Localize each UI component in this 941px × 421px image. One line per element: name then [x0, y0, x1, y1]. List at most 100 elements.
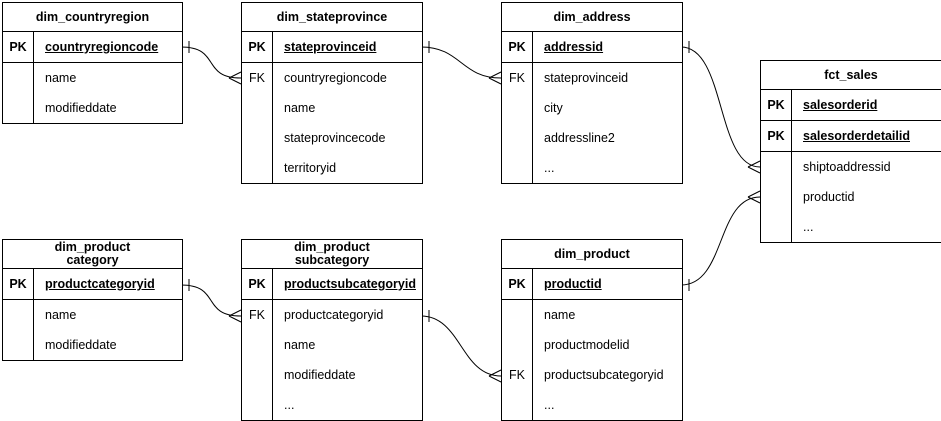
entity-table-dim-countryregion[interactable]: dim_countryregion PK countryregioncode n…: [2, 2, 183, 124]
relationship-address-fctsales: [680, 41, 761, 174]
table-row: ...: [242, 390, 422, 420]
row-key-label: FK: [502, 63, 533, 93]
connector-line: [180, 46, 242, 79]
relationship-stateprovince-address: [420, 41, 502, 85]
row-field-name: ...: [544, 398, 555, 412]
relationship-productcategory-productsubcategory: [180, 279, 242, 323]
table-row: ...: [502, 153, 682, 183]
row-field-name: addressline2: [544, 131, 615, 145]
many-cardinality-crowfoot: [228, 309, 242, 323]
row-key-label: PK: [502, 269, 533, 299]
table-row: PK productcategoryid: [3, 269, 182, 300]
table-row: ...: [502, 390, 682, 420]
row-field-name: productcategoryid: [45, 277, 155, 291]
row-key-label: PK: [242, 32, 273, 62]
row-key-label: [242, 123, 273, 153]
table-row: PK productid: [502, 269, 682, 300]
table-row: modifieddate: [3, 330, 182, 360]
row-field-name: addressid: [544, 40, 604, 54]
row-key-label: [502, 93, 533, 123]
row-key-label: PK: [3, 32, 34, 62]
row-field-name: productid: [803, 190, 855, 204]
relationship-countryregion-stateprovince: [180, 41, 242, 85]
row-key-label: FK: [242, 300, 273, 330]
row-field-name: stateprovinceid: [284, 40, 377, 54]
table-row: PK addressid: [502, 32, 682, 63]
connector-line: [180, 284, 242, 317]
table-row: name: [3, 300, 182, 330]
connector-line: [420, 315, 502, 377]
row-field-name: countryregioncode: [284, 71, 387, 85]
entity-table-dim-stateprovince[interactable]: dim_stateprovince PK stateprovinceid FK …: [241, 2, 423, 184]
table-row: FK countryregioncode: [242, 63, 422, 93]
entity-title: dim_product: [502, 240, 682, 269]
entity-title: dim_product subcategory: [242, 240, 422, 269]
row-field-name: ...: [284, 398, 295, 412]
row-key-label: FK: [242, 63, 273, 93]
table-row: PK salesorderdetailid: [761, 121, 941, 152]
row-key-label: [3, 300, 34, 330]
row-key-label: PK: [3, 269, 34, 299]
row-key-label: [242, 93, 273, 123]
entity-table-dim-product[interactable]: dim_product PK productid name productmod…: [501, 239, 683, 421]
relationship-product-fctsales: [680, 190, 761, 291]
connector-line: [680, 196, 761, 286]
row-key-label: PK: [242, 269, 273, 299]
row-field-name: stateprovinceid: [544, 71, 629, 85]
row-key-label: FK: [502, 360, 533, 390]
row-field-name: salesorderdetailid: [803, 129, 910, 143]
row-key-label: [502, 390, 533, 420]
table-row: city: [502, 93, 682, 123]
many-cardinality-crowfoot: [747, 190, 761, 204]
table-row: addressline2: [502, 123, 682, 153]
row-key-label: [761, 212, 792, 242]
row-field-name: modifieddate: [45, 101, 117, 115]
row-field-name: productsubcategoryid: [284, 277, 416, 291]
connector-line: [420, 46, 502, 79]
table-row: PK productsubcategoryid: [242, 269, 422, 300]
entity-table-dim-productcategory[interactable]: dim_product category PK productcategoryi…: [2, 239, 183, 361]
table-row: name: [502, 300, 682, 330]
row-key-label: [502, 300, 533, 330]
row-key-label: [242, 153, 273, 183]
row-key-label: [502, 330, 533, 360]
row-key-label: [3, 93, 34, 123]
row-field-name: ...: [803, 220, 814, 234]
table-row: FK productsubcategoryid: [502, 360, 682, 390]
many-cardinality-crowfoot: [488, 71, 502, 85]
table-row: modifieddate: [3, 93, 182, 123]
connector-line: [680, 46, 761, 168]
many-cardinality-crowfoot: [228, 71, 242, 85]
entity-title: dim_address: [502, 3, 682, 32]
table-row: FK productcategoryid: [242, 300, 422, 330]
entity-title: dim_stateprovince: [242, 3, 422, 32]
entity-title: dim_countryregion: [3, 3, 182, 32]
entity-title: dim_product category: [3, 240, 182, 269]
table-row: PK countryregioncode: [3, 32, 182, 63]
row-field-name: name: [284, 338, 316, 352]
row-field-name: name: [45, 71, 77, 85]
row-key-label: [242, 330, 273, 360]
entity-table-fct-sales[interactable]: fct_sales PK salesorderid PK salesorderd…: [760, 60, 941, 243]
row-field-name: modifieddate: [284, 368, 356, 382]
row-key-label: [3, 63, 34, 93]
row-key-label: [502, 123, 533, 153]
table-row: modifieddate: [242, 360, 422, 390]
table-row: stateprovincecode: [242, 123, 422, 153]
entity-table-dim-address[interactable]: dim_address PK addressid FK stateprovinc…: [501, 2, 683, 184]
row-key-label: [242, 390, 273, 420]
row-field-name: productcategoryid: [284, 308, 384, 322]
row-field-name: city: [544, 101, 563, 115]
row-key-label: [761, 152, 792, 182]
relationship-productsubcategory-product: [420, 310, 502, 383]
table-row: productid: [761, 182, 941, 212]
row-field-name: productid: [544, 277, 602, 291]
table-row: productmodelid: [502, 330, 682, 360]
table-row: name: [242, 330, 422, 360]
row-field-name: stateprovincecode: [284, 131, 386, 145]
row-field-name: salesorderid: [803, 98, 878, 112]
entity-table-dim-productsubcategory[interactable]: dim_product subcategory PK productsubcat…: [241, 239, 423, 421]
row-field-name: countryregioncode: [45, 40, 159, 54]
row-field-name: modifieddate: [45, 338, 117, 352]
